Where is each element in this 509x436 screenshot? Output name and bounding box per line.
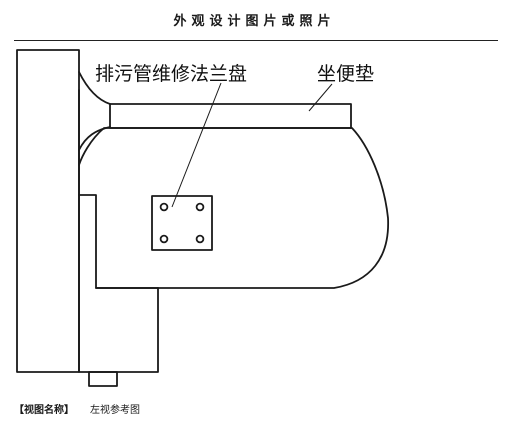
page-header-title: 外观设计图片或照片 [173, 14, 336, 29]
wall-panel [16, 49, 80, 373]
flange-bolt [159, 234, 169, 244]
header-divider [14, 40, 498, 41]
flange-plate [151, 195, 213, 251]
flange-bolt [195, 234, 205, 244]
view-caption: 【视图名称】 左视参考图 [14, 401, 140, 416]
tank-recess [78, 194, 159, 289]
drain-outlet [88, 371, 118, 387]
view-name-value: 左视参考图 [90, 405, 140, 416]
tank-body [78, 89, 159, 373]
flange-bolt [159, 202, 169, 212]
flange-label: 排污管维修法兰盘 [95, 63, 247, 85]
seat-leader-line [308, 83, 333, 112]
neck-lower [78, 126, 111, 151]
seat-cushion [109, 103, 352, 129]
seat-label: 坐便垫 [317, 63, 374, 85]
flange-bolt [195, 202, 205, 212]
flange-leader-line [171, 82, 222, 208]
view-name-label: 【视图名称】 [14, 405, 74, 416]
bowl-contour [78, 127, 389, 289]
neck-upper [78, 71, 111, 105]
